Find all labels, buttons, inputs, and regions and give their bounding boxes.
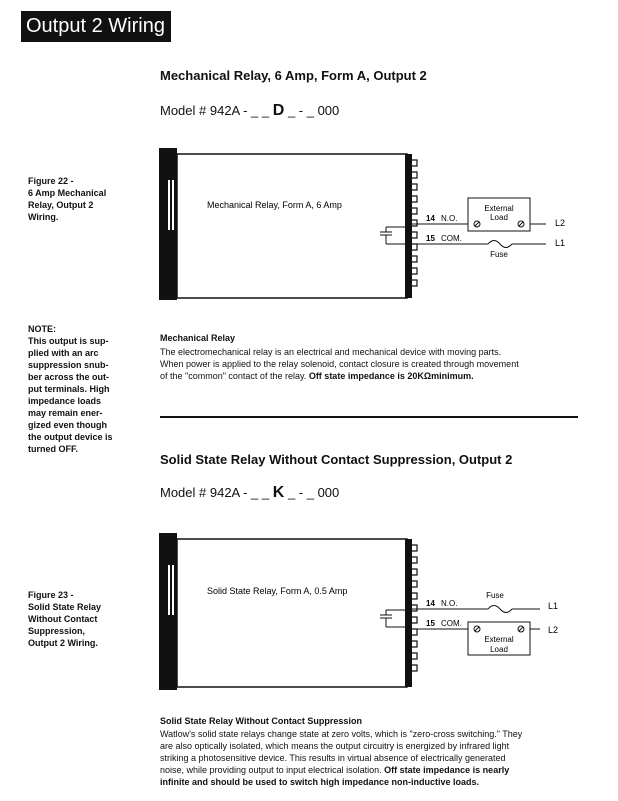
line-l1-label: L1 [548,601,558,611]
device-label: Mechanical Relay, Form A, 6 Amp [207,200,342,210]
caption-line: Figure 23 - [28,590,74,600]
caption-line: Relay, Output 2 [28,200,94,210]
body-line: are also optically isolated, which means… [160,741,510,751]
terminal-strip [405,539,412,687]
fuse-label: Fuse [486,591,504,600]
caption-line: Solid State Relay [28,602,102,612]
device-housing [176,153,408,299]
note-line: turned OFF. [28,444,78,454]
section1-model-number: Model # 942A - _ _ D _ - _ 000 [160,102,339,120]
terminal-14-number: 14 [426,599,435,608]
section1-body-title: Mechanical Relay [160,333,236,343]
device-housing [176,538,408,688]
note-line: put terminals. High [28,384,110,394]
body-line: infinite and should be used to switch hi… [160,777,480,787]
page-title: Output 2 Wiring [21,11,171,42]
section2-body-title: Solid State Relay Without Contact Suppre… [160,716,362,726]
body-line: noise, while providing output to input e… [160,765,510,775]
figure22-wiring-diagram: Mechanical Relay, Form A, 6 Amp 14 N.O. … [159,148,565,300]
model-suffix: _ - _ 000 [287,103,340,118]
device-label: Solid State Relay, Form A, 0.5 Amp [207,586,347,596]
model-prefix: Model # 942A - _ _ [160,103,270,118]
section-divider [160,416,578,418]
model-prefix: Model # 942A - _ _ [160,485,270,500]
caption-line: 6 Amp Mechanical [28,188,107,198]
terminal-14-label: N.O. [441,214,457,223]
note-line: impedance loads [28,396,102,406]
figure23-caption: Figure 23 - Solid State Relay Without Co… [28,589,101,649]
note-line: may remain ener- [28,408,103,418]
section2-body-text: Watlow's solid state relays change state… [160,728,600,788]
terminal-15-number: 15 [426,234,435,243]
load-label: External [484,635,514,644]
load-label: Load [490,645,508,654]
load-label: External [484,204,514,213]
note-line: ber across the out- [28,372,110,382]
note-line: suppression snub- [28,360,109,370]
terminal-tabs [412,159,418,287]
note-line: This output is sup- [28,336,109,346]
caption-line: Suppression, [28,626,86,636]
figure22-caption: Figure 22 - 6 Amp Mechanical Relay, Outp… [28,175,106,223]
model-code: D [272,102,285,119]
section1-body-text: The electromechanical relay is an electr… [160,346,590,382]
fuse-label: Fuse [490,250,508,259]
note-line: plied with an arc [28,348,99,358]
body-line: When power is applied to the relay solen… [160,359,519,369]
line-l2-label: L2 [555,218,565,228]
terminal-tabs [412,544,418,672]
section2-heading: Solid State Relay Without Contact Suppre… [160,452,513,467]
caption-line: Output 2 Wiring. [28,638,98,648]
fuse-symbol [487,240,513,248]
section2-model-number: Model # 942A - _ _ K _ - _ 000 [160,484,339,502]
caption-line: Figure 22 - [28,176,74,186]
snubber-symbol [380,226,405,245]
output-symbol [380,609,405,628]
model-code: K [272,484,285,501]
figure23-wiring-diagram: Solid State Relay, Form A, 0.5 Amp 14 N.… [159,533,558,690]
load-label: Load [490,213,508,222]
caption-line: Wiring. [28,212,59,222]
note-line: gized even though [28,420,108,430]
terminal-15-label: COM. [441,619,462,628]
body-line: striking a photosensitive device. This r… [160,753,506,763]
model-suffix: _ - _ 000 [287,485,340,500]
body-line: of the "common" contact of the relay. Of… [160,371,474,381]
terminal-15-number: 15 [426,619,435,628]
note-block: NOTE: This output is sup- plied with an … [28,323,138,455]
section1-heading: Mechanical Relay, 6 Amp, Form A, Output … [160,68,427,83]
note-line: NOTE: [28,324,56,334]
caption-line: Without Contact [28,614,98,624]
note-line: the output device is [28,432,113,442]
terminal-14-number: 14 [426,214,435,223]
terminal-14-label: N.O. [441,599,457,608]
body-line: The electromechanical relay is an electr… [160,347,502,357]
line-l1-label: L1 [555,238,565,248]
fuse-symbol [487,605,513,613]
line-l2-label: L2 [548,625,558,635]
terminal-15-label: COM. [441,234,462,243]
body-line: Watlow's solid state relays change state… [160,729,523,739]
terminal-strip [405,154,412,298]
